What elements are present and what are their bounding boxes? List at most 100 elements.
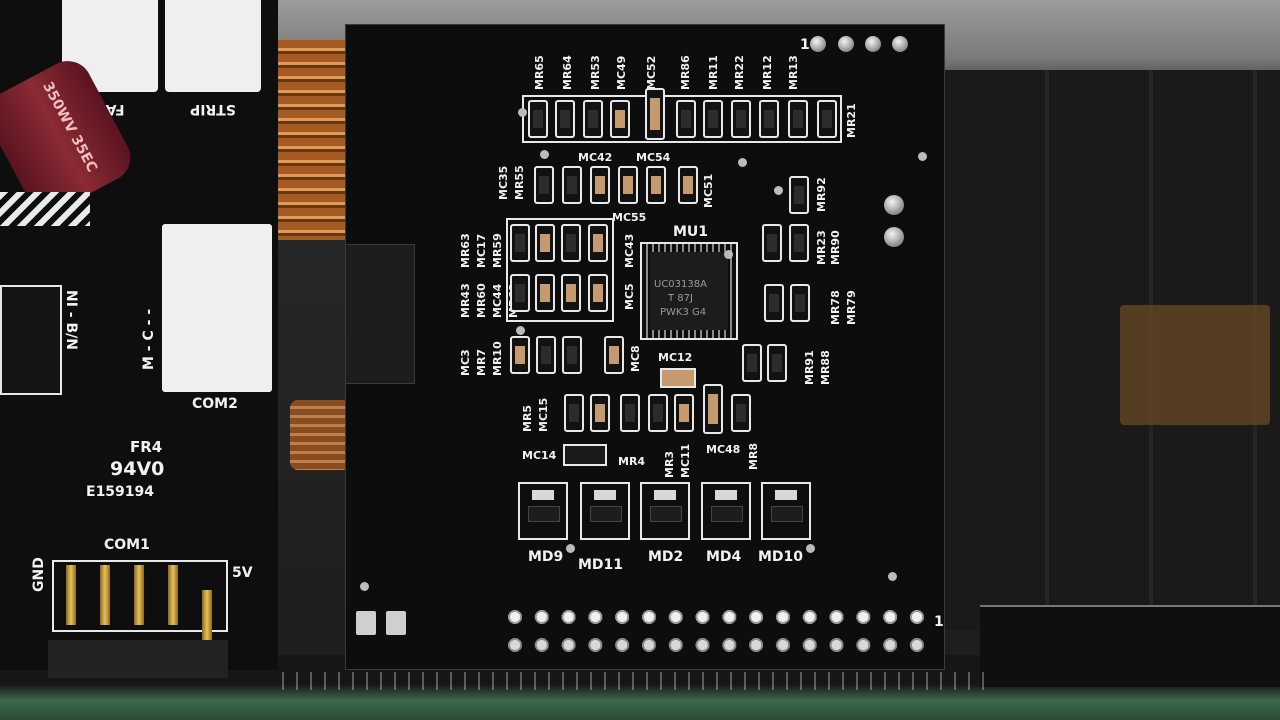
label-mc55: MC55 [612, 211, 647, 224]
capacitor [561, 274, 581, 312]
label-mr79: MR79 [845, 290, 858, 325]
label-mr53: MR53 [589, 55, 602, 90]
resistor [676, 100, 696, 138]
via-pad [884, 195, 904, 215]
label-mr64: MR64 [561, 55, 574, 90]
label-mc3: MC3 [459, 349, 472, 376]
label-mr65: MR65 [533, 55, 546, 90]
via [540, 150, 549, 159]
capacitor [618, 166, 638, 204]
label-mc12: MC12 [658, 351, 693, 364]
resistor [534, 166, 554, 204]
square-pad [356, 611, 376, 635]
capacitor [510, 336, 530, 374]
mc12-cap [660, 368, 696, 388]
diode-md4 [701, 482, 751, 540]
label-mc44: MC44 [491, 283, 504, 318]
label-mr23: MR23 [815, 230, 828, 265]
label-mr12: MR12 [761, 55, 774, 90]
label-md2: MD2 [648, 549, 684, 565]
label-mr3: MR3 [663, 450, 676, 478]
label-mc5: MC5 [623, 283, 636, 310]
com2-label: COM2 [192, 396, 238, 412]
label-md4: MD4 [706, 549, 742, 565]
resistor [703, 100, 723, 138]
label-mr11: MR11 [707, 55, 720, 90]
com2-pin-labels: M - C - - [141, 308, 157, 370]
capacitor [646, 166, 666, 204]
label-mr10: MR10 [491, 341, 504, 376]
capacitor-text: 350WV 35EC [39, 79, 101, 175]
right-board-corner [980, 605, 1280, 687]
resistor [620, 394, 640, 432]
com1-header [52, 560, 228, 632]
label-mr86: MR86 [679, 55, 692, 90]
label-mr21: MR21 [845, 103, 858, 138]
capacitor [590, 166, 610, 204]
connector-pad [865, 36, 881, 52]
label-mc54: MC54 [636, 151, 671, 164]
capacitor [604, 336, 624, 374]
gnd-label: GND [31, 557, 47, 592]
capacitor [674, 394, 694, 432]
label-md10: MD10 [758, 549, 804, 565]
label-mr60: MR60 [475, 283, 488, 318]
label-mr88: MR88 [819, 350, 832, 385]
label-mr22: MR22 [733, 55, 746, 90]
resistor [561, 224, 581, 262]
label-mc11: MC11 [679, 443, 692, 478]
via [566, 544, 575, 553]
label-md9: MD9 [528, 549, 564, 565]
label-mc51: MC51 [702, 173, 715, 208]
label-mc43: MC43 [623, 233, 636, 268]
com1-plastic [48, 640, 228, 678]
via [774, 186, 783, 195]
label-mc48: MC48 [706, 443, 741, 456]
label-mc52: MC52 [645, 55, 658, 90]
label-mc17: MC17 [475, 233, 488, 268]
capacitor [588, 274, 608, 312]
label-mc15: MC15 [537, 397, 550, 432]
label-mr90: MR90 [829, 230, 842, 265]
label-mr91: MR91 [803, 350, 816, 385]
label-mr59: MR59 [491, 233, 504, 268]
via [806, 544, 815, 553]
hatch-stripes [0, 192, 90, 226]
5v-label: 5V [232, 565, 253, 581]
capacitor [588, 224, 608, 262]
label-mr63: MR63 [459, 233, 472, 268]
com1-pin [134, 565, 144, 625]
resistor [789, 224, 809, 262]
capacitor [535, 224, 555, 262]
top-component-frame [522, 95, 842, 143]
diode-md10 [761, 482, 811, 540]
resistor [731, 394, 751, 432]
capacitor [703, 384, 723, 434]
label-mc35: MC35 [497, 165, 510, 200]
resistor [536, 336, 556, 374]
resistor [788, 100, 808, 138]
label-mc42: MC42 [578, 151, 613, 164]
side-label: NI - B/N [63, 290, 79, 350]
side-header [0, 285, 62, 395]
chip-marking-2: T 87J [668, 293, 693, 304]
label-mr55: MR55 [513, 165, 526, 200]
via [738, 158, 747, 167]
resistor [790, 284, 810, 322]
resistor [759, 100, 779, 138]
board-notch [345, 244, 415, 384]
capacitor [610, 100, 630, 138]
label-mr7: MR7 [475, 348, 488, 376]
label-mr92: MR92 [815, 177, 828, 212]
com1-pin [168, 565, 178, 625]
mc14-cap [563, 444, 607, 466]
via [518, 108, 527, 117]
strip-label: STRIP [190, 101, 236, 117]
via [918, 152, 927, 161]
chip-marking-1: UC03138A [654, 279, 707, 290]
resistor [528, 100, 548, 138]
resistor [510, 274, 530, 312]
via-pad [884, 227, 904, 247]
resistor [564, 394, 584, 432]
label-mr8: MR8 [747, 442, 760, 470]
